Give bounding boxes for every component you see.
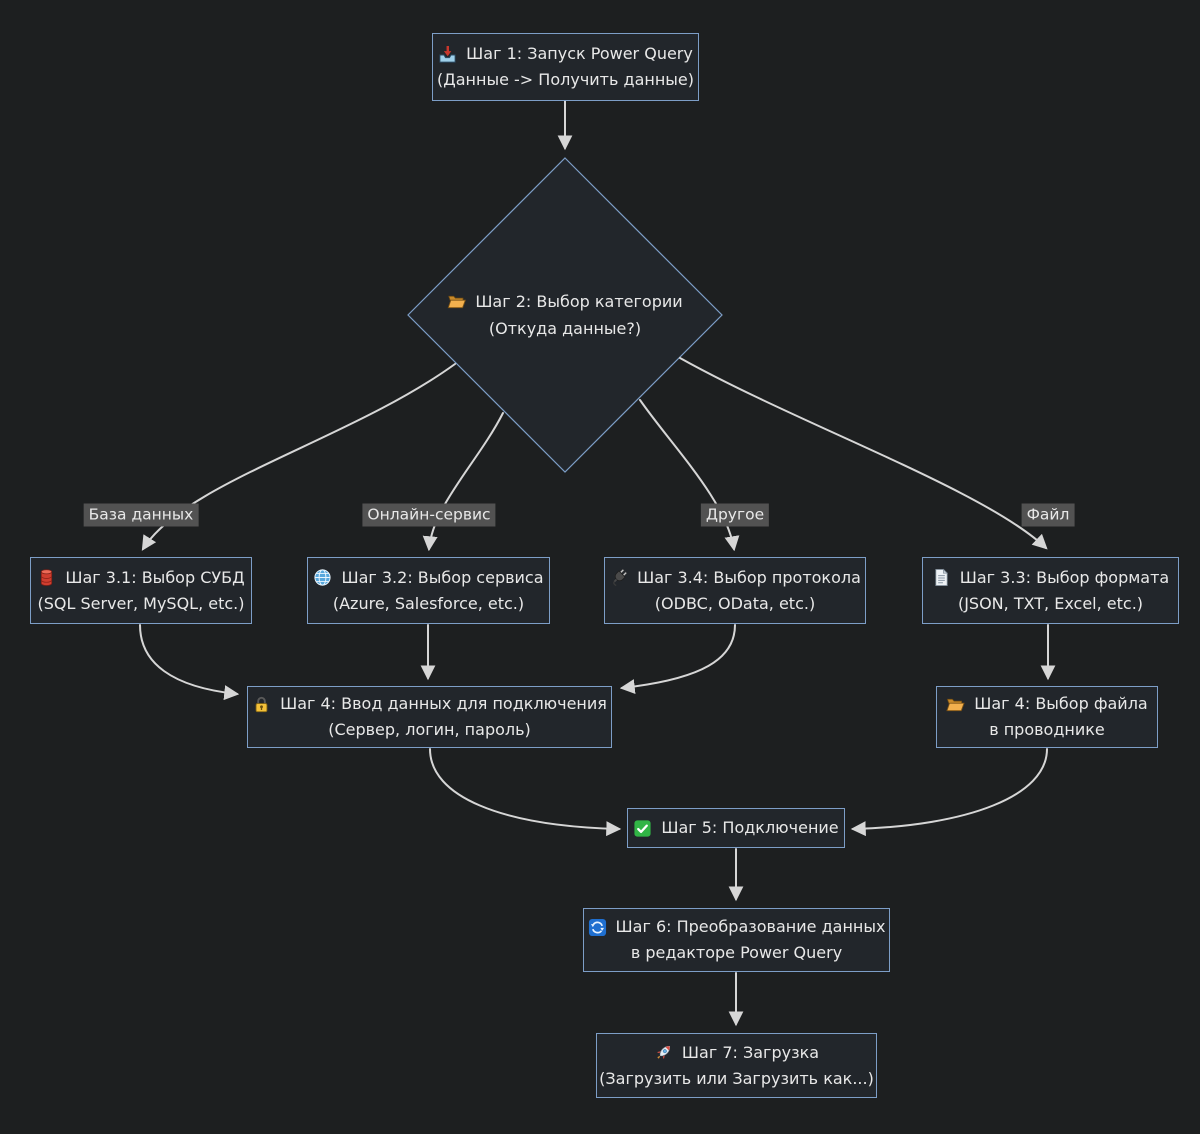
edge-step2-step3-4 bbox=[639, 399, 740, 552]
node-step7-title: Шаг 7: Загрузка bbox=[681, 1042, 820, 1062]
edge-step4-step5-left bbox=[429, 748, 622, 837]
edge-step3-1-step4 bbox=[139, 624, 240, 701]
node-step3-2-title: Шаг 3.2: Выбор сервиса bbox=[341, 567, 544, 587]
node-step1: Шаг 1: Запуск Power Query (Данные -> Пол… bbox=[432, 33, 699, 101]
rocket-icon bbox=[654, 1043, 673, 1062]
refresh-icon bbox=[588, 918, 607, 937]
node-step1-title: Шаг 1: Запуск Power Query bbox=[466, 44, 693, 63]
node-step3-1: Шаг 3.1: Выбор СУБД (SQL Server, MySQL, … bbox=[30, 557, 252, 624]
edge-label-database: База данных bbox=[83, 503, 199, 527]
node-step4-connect: Шаг 4: Ввод данных для подключения (Серв… bbox=[247, 686, 612, 748]
node-step1-subtitle: (Данные -> Получить данные) bbox=[437, 70, 695, 89]
node-step2-subtitle: (Откуда данные?) bbox=[488, 319, 642, 338]
node-step5-title: Шаг 5: Подключение bbox=[661, 818, 839, 837]
node-step7: Шаг 7: Загрузка (Загрузить или Загрузить… bbox=[596, 1033, 877, 1098]
globe-icon bbox=[313, 568, 332, 587]
node-step4-connect-subtitle: (Сервер, логин, пароль) bbox=[328, 720, 531, 739]
edge-step4-step5-right bbox=[850, 748, 1048, 837]
plug-icon bbox=[609, 568, 628, 587]
node-step5: Шаг 5: Подключение bbox=[627, 808, 845, 848]
node-step4-file: Шаг 4: Выбор файла в проводнике bbox=[936, 686, 1158, 748]
check-icon bbox=[633, 819, 652, 838]
decision-diamond-shape bbox=[407, 157, 723, 473]
edge-step2-step3-3 bbox=[679, 357, 1048, 550]
open-folder-icon bbox=[946, 695, 965, 714]
node-step3-3: Шаг 3.3: Выбор формата (JSON, TXT, Excel… bbox=[922, 557, 1179, 624]
node-step3-2-subtitle: (Azure, Salesforce, etc.) bbox=[332, 593, 525, 613]
node-step2-title: Шаг 2: Выбор категории bbox=[475, 292, 683, 311]
node-step4-file-title: Шаг 4: Выбор файла bbox=[974, 694, 1148, 713]
edge-step2-step3-2 bbox=[422, 412, 504, 552]
node-step6-title: Шаг 6: Преобразование данных bbox=[615, 917, 886, 936]
database-icon bbox=[37, 568, 56, 587]
edge-label-other: Другое bbox=[700, 503, 770, 527]
node-step3-2: Шаг 3.2: Выбор сервиса (Azure, Salesforc… bbox=[307, 557, 550, 624]
node-step3-3-title: Шаг 3.3: Выбор формата bbox=[959, 567, 1170, 587]
node-step3-1-subtitle: (SQL Server, MySQL, etc.) bbox=[37, 593, 245, 613]
inbox-tray-icon bbox=[438, 45, 457, 64]
node-step3-3-subtitle: (JSON, TXT, Excel, etc.) bbox=[957, 593, 1144, 613]
node-step6: Шаг 6: Преобразование данных в редакторе… bbox=[583, 908, 890, 972]
node-step4-file-subtitle: в проводнике bbox=[989, 720, 1105, 739]
node-step3-1-title: Шаг 3.1: Выбор СУБД bbox=[65, 567, 245, 587]
edge-label-file: Файл bbox=[1021, 503, 1075, 527]
node-step3-4-title: Шаг 3.4: Выбор протокола bbox=[637, 567, 861, 587]
open-folder-icon bbox=[447, 292, 466, 311]
node-step4-connect-title: Шаг 4: Ввод данных для подключения bbox=[280, 694, 607, 713]
edge-step3-4-step4 bbox=[619, 624, 736, 695]
node-step7-subtitle: (Загрузить или Загрузить как...) bbox=[599, 1068, 874, 1088]
node-step3-4-subtitle: (ODBC, OData, etc.) bbox=[654, 593, 816, 613]
document-icon bbox=[932, 568, 951, 587]
lock-icon bbox=[252, 695, 271, 714]
node-step3-4: Шаг 3.4: Выбор протокола (ODBC, OData, e… bbox=[604, 557, 866, 624]
node-step6-subtitle: в редакторе Power Query bbox=[630, 943, 843, 962]
edge-label-online-service: Онлайн-сервис bbox=[362, 503, 496, 527]
node-step2-decision: Шаг 2: Выбор категории (Откуда данные?) bbox=[447, 288, 683, 342]
